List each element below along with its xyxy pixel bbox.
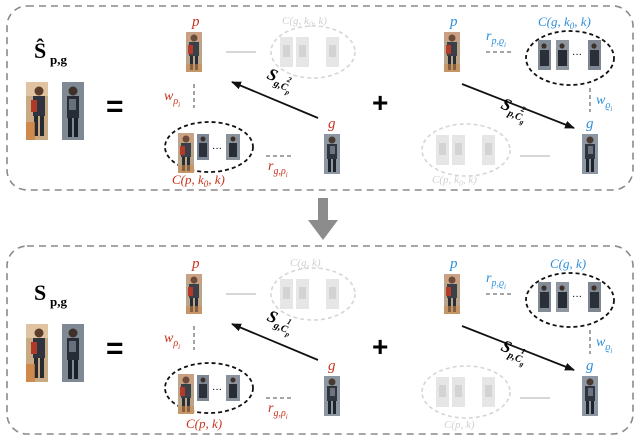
bottom-lhs-label: S p,g [34, 280, 67, 309]
top-left-set [164, 121, 254, 173]
bottom-left-set-image-1 [178, 374, 194, 414]
svg-text:S: S [34, 280, 46, 305]
top-left-weight-r: rg,ρi [268, 159, 288, 179]
top-equals-sign: = [106, 90, 124, 123]
top-right-set-image-1 [538, 40, 551, 70]
top-left-weight-w: wρi [164, 89, 180, 109]
bottom-right-probe-image [444, 274, 460, 314]
bottom-left-set [164, 362, 254, 414]
bottom-plus-sign: + [372, 331, 388, 362]
top-right-weight-r: rp,ϱi [486, 29, 506, 49]
top-left-arrow-label: Sg,Cp2 [262, 64, 297, 97]
top-right-set-image-3 [588, 40, 601, 70]
bottom-lhs-probe-image [26, 324, 48, 382]
bottom-right-probe-label: p [449, 256, 458, 272]
top-left-set-ellipsis: ··· [212, 144, 222, 155]
bottom-left-faint-set [270, 267, 356, 321]
top-right-gallery-label: g [586, 116, 594, 132]
top-left-set-image-3 [226, 134, 240, 160]
bottom-right-faint-set [421, 365, 511, 419]
top-right-gallery-image [582, 134, 598, 174]
svg-text:Sp,Cg2: Sp,Cg2 [497, 94, 532, 127]
top-left-faint-set [270, 25, 356, 79]
top-lhs-label: Ŝ p,g [34, 38, 67, 67]
top-left-probe-label: p [191, 14, 200, 30]
top-left-set-label: C(p, k0, k) [172, 172, 225, 189]
bottom-right-faint-set-images [436, 377, 495, 407]
bottom-left-set-image-2 [197, 375, 209, 401]
top-right-probe-label: p [449, 14, 458, 30]
bottom-left-set-label: C(p, k) [186, 416, 222, 431]
bottom-right-gallery-label: g [586, 358, 594, 374]
top-right-set-image-2 [556, 40, 569, 70]
bottom-left-faint-set-label: C(g, k) [290, 257, 321, 269]
top-right-probe-image [444, 32, 460, 72]
top-left-probe-image [186, 32, 202, 72]
bottom-equals-sign: = [106, 332, 124, 365]
bottom-right-set-image-2 [556, 282, 569, 312]
top-right-arrow-label: Sp,Cg2 [497, 94, 532, 127]
bottom-right-weight-w: wϱi [596, 335, 612, 355]
top-right-faint-set [421, 123, 511, 177]
top-right-faint-set-label: C(p, k0, k) [432, 174, 477, 188]
bottom-right-gallery-image [582, 376, 598, 416]
top-right-weight-w: wϱi [596, 93, 612, 113]
svg-text:p,g: p,g [50, 52, 67, 67]
bottom-right-set-ellipsis: ··· [572, 292, 582, 303]
top-lhs-gallery-image [62, 82, 84, 140]
bottom-left-weight-r: rg,ρi [268, 401, 288, 421]
top-right-faint-set-images [436, 135, 495, 165]
bottom-left-arrow-label: Sg,Cp1 [262, 306, 297, 339]
svg-text:Sp,Cg1: Sp,Cg1 [497, 336, 532, 369]
bottom-left-set-ellipsis: ··· [212, 385, 222, 396]
bottom-panel-frame [6, 245, 634, 435]
bottom-left-faint-set-images [280, 279, 339, 309]
svg-text:p,g: p,g [50, 294, 67, 309]
top-right-set [525, 30, 615, 86]
bottom-right-faint-set-label: C(p, k) [444, 419, 475, 431]
bottom-right-set-image-3 [588, 282, 601, 312]
down-arrow [308, 198, 338, 240]
top-left-set-images [178, 133, 194, 173]
svg-text:Sg,Cp2: Sg,Cp2 [262, 64, 297, 97]
svg-text:Ŝ: Ŝ [34, 38, 46, 63]
top-panel-frame [6, 5, 634, 191]
top-right-set-label: C(g, k0, k) [538, 14, 591, 31]
top-left-similarity-arrow [231, 81, 319, 119]
bottom-left-gallery-image [324, 376, 340, 416]
bottom-left-weight-w: wρi [164, 331, 180, 351]
svg-text:Sg,Cp1: Sg,Cp1 [262, 306, 297, 339]
bottom-right-weight-r: rp,ϱi [486, 271, 506, 291]
bottom-left-probe-label: p [191, 256, 200, 272]
top-left-gallery-label: g [328, 116, 336, 132]
bottom-lhs-gallery-image [62, 324, 84, 382]
top-right-set-ellipsis: ··· [572, 50, 582, 61]
top-left-set-image-2 [197, 134, 209, 160]
bottom-right-set-image-1 [538, 282, 551, 312]
top-left-faint-set-label: C(g, k0, k) [282, 15, 327, 29]
bottom-left-similarity-arrow [231, 323, 319, 361]
bottom-left-gallery-label: g [328, 358, 336, 374]
bottom-left-set-image-3 [226, 375, 240, 401]
bottom-right-arrow-label: Sp,Cg1 [497, 336, 532, 369]
bottom-right-set [525, 272, 615, 328]
top-plus-sign: + [372, 87, 388, 118]
bottom-left-probe-image [186, 274, 202, 314]
top-left-faint-set-images [280, 37, 339, 67]
bottom-right-set-label: C(g, k) [550, 256, 586, 271]
top-lhs-probe-image [26, 82, 48, 140]
top-right-similarity-arrow [461, 83, 575, 129]
top-left-gallery-image [324, 134, 340, 174]
bottom-right-similarity-arrow [461, 325, 575, 371]
